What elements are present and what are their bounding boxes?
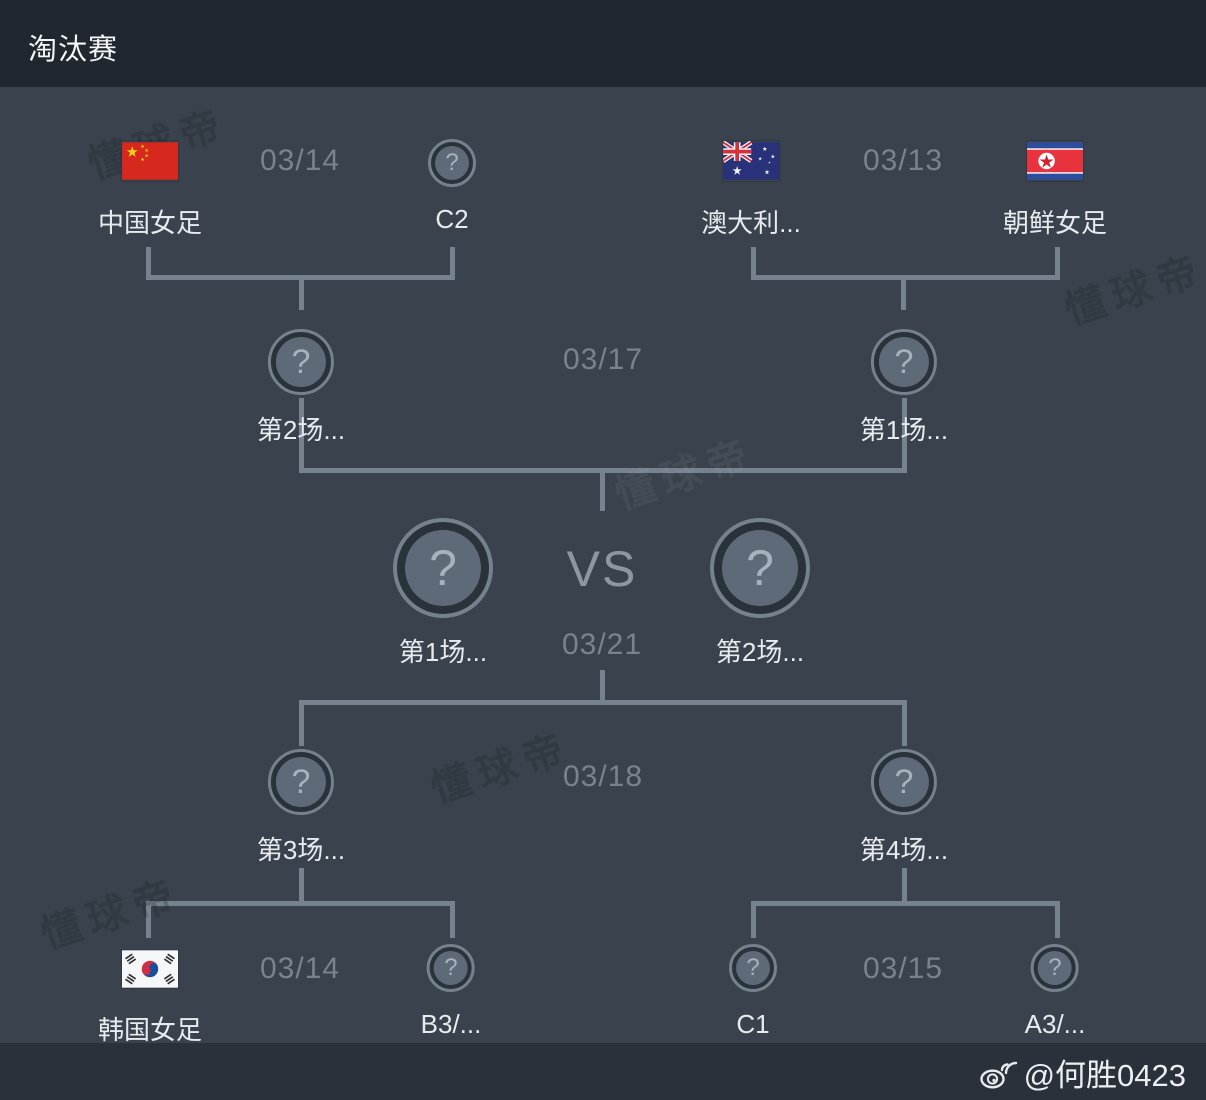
bracket-connector bbox=[146, 275, 455, 280]
bracket-connector bbox=[902, 705, 907, 746]
question-circle-icon: ? bbox=[428, 139, 476, 187]
page-title: 淘汰赛 bbox=[28, 34, 119, 66]
slot-label: 第2场... bbox=[715, 637, 805, 667]
question-mark: ? bbox=[894, 762, 914, 801]
team-label: 中国女足 bbox=[97, 208, 203, 238]
bracket-connector bbox=[751, 901, 1060, 906]
team-label: 澳大利... bbox=[701, 208, 801, 238]
bracket-connector bbox=[600, 670, 605, 702]
question-circle-icon: ? bbox=[1030, 944, 1079, 992]
question-circle-icon: ? bbox=[870, 329, 937, 395]
bracket-connector bbox=[146, 247, 151, 280]
team-node-north-korea[interactable]: 朝鲜女足 bbox=[1003, 141, 1107, 240]
bracket-connector bbox=[299, 868, 304, 903]
match-date: 03/14 bbox=[259, 144, 341, 177]
match-date: 03/13 bbox=[862, 144, 944, 177]
question-circle-icon: ? bbox=[710, 518, 810, 618]
bracket-connector bbox=[450, 906, 455, 938]
bracket-connector bbox=[902, 398, 907, 470]
team-node-c1[interactable]: ? C1 bbox=[729, 944, 777, 1040]
question-circle-icon: ? bbox=[267, 749, 334, 815]
bracket-connector bbox=[600, 473, 605, 511]
bracket-connector bbox=[1055, 906, 1060, 938]
bracket-connector bbox=[299, 700, 907, 705]
team-label: A3/... bbox=[1024, 1009, 1086, 1039]
question-circle-icon: ? bbox=[393, 518, 493, 618]
match-date: 03/14 bbox=[259, 952, 341, 985]
slot-label: 第1场... bbox=[859, 415, 949, 445]
bracket-connector bbox=[751, 906, 756, 938]
match-date: 03/21 bbox=[561, 628, 643, 661]
author-credit: @何胜0423 bbox=[978, 1050, 1186, 1095]
team-node-b3[interactable]: ? B3/... bbox=[420, 944, 482, 1040]
team-node-south-korea[interactable]: 韩国女足 bbox=[98, 950, 202, 1047]
weibo-icon bbox=[979, 1061, 1017, 1089]
bracket-connector bbox=[146, 901, 455, 906]
match-date: 03/17 bbox=[562, 343, 644, 376]
match-date: 03/18 bbox=[562, 760, 644, 793]
question-mark: ? bbox=[746, 540, 774, 596]
team-node-a3[interactable]: ? A3/... bbox=[1024, 944, 1086, 1040]
bracket-connector bbox=[299, 468, 907, 473]
question-mark: ? bbox=[291, 342, 311, 381]
slot-label: 第1场... bbox=[398, 637, 488, 667]
bracket-connector bbox=[901, 280, 906, 310]
bracket-connector bbox=[299, 280, 304, 310]
team-label: 朝鲜女足 bbox=[1002, 208, 1108, 238]
author-handle: @何胜0423 bbox=[1023, 1058, 1186, 1093]
china-flag-icon bbox=[121, 142, 178, 180]
bracket-connector bbox=[902, 868, 907, 903]
question-circle-icon: ? bbox=[729, 944, 777, 992]
question-circle-icon: ? bbox=[267, 329, 334, 395]
slot-node-sf-bottom-left[interactable]: ? 第3场... bbox=[257, 749, 345, 867]
team-node-australia[interactable]: 澳大利... bbox=[701, 141, 801, 240]
team-node-china[interactable]: 中国女足 bbox=[98, 141, 202, 240]
team-label: C1 bbox=[736, 1009, 770, 1039]
team-label: B3/... bbox=[420, 1009, 482, 1039]
bracket-connector bbox=[299, 705, 304, 746]
question-mark: ? bbox=[429, 540, 457, 596]
question-mark: ? bbox=[894, 342, 914, 381]
title-bar: 淘汰赛 bbox=[0, 0, 1206, 87]
question-mark: ? bbox=[445, 149, 459, 176]
slot-label: 第4场... bbox=[859, 835, 949, 865]
question-mark: ? bbox=[1048, 954, 1062, 981]
team-label: 韩国女足 bbox=[97, 1015, 203, 1045]
slot-node-sf-top-right[interactable]: ? 第1场... bbox=[860, 329, 948, 447]
slot-node-sf-bottom-right[interactable]: ? 第4场... bbox=[860, 749, 948, 867]
bracket-connector bbox=[146, 906, 151, 938]
australia-flag-icon bbox=[722, 141, 779, 180]
bracket-connector bbox=[751, 275, 1060, 280]
bracket-connector bbox=[299, 398, 304, 470]
watermark: 懂球帝 bbox=[35, 871, 187, 958]
match-date: 03/15 bbox=[862, 952, 944, 985]
south-korea-flag-icon bbox=[121, 950, 178, 988]
north-korea-flag-icon bbox=[1026, 142, 1083, 180]
bracket-connector bbox=[1055, 247, 1060, 280]
question-circle-icon: ? bbox=[870, 749, 937, 815]
watermark: 懂球帝 bbox=[1059, 247, 1206, 334]
slot-label: 第2场... bbox=[256, 415, 346, 445]
question-circle-icon: ? bbox=[426, 944, 475, 992]
slot-label: 第3场... bbox=[256, 835, 346, 865]
team-label: C2 bbox=[435, 204, 469, 234]
team-node-c2[interactable]: ? C2 bbox=[428, 139, 476, 235]
question-mark: ? bbox=[746, 954, 760, 981]
question-mark: ? bbox=[291, 762, 311, 801]
slot-node-final-right[interactable]: ? 第2场... bbox=[710, 518, 810, 669]
bracket-connector bbox=[751, 247, 756, 280]
bracket-connector bbox=[450, 247, 455, 280]
watermark: 懂球帝 bbox=[425, 725, 577, 812]
vs-label: VS bbox=[566, 541, 638, 597]
slot-node-sf-top-left[interactable]: ? 第2场... bbox=[257, 329, 345, 447]
question-mark: ? bbox=[444, 954, 458, 981]
slot-node-final-left[interactable]: ? 第1场... bbox=[393, 518, 493, 669]
